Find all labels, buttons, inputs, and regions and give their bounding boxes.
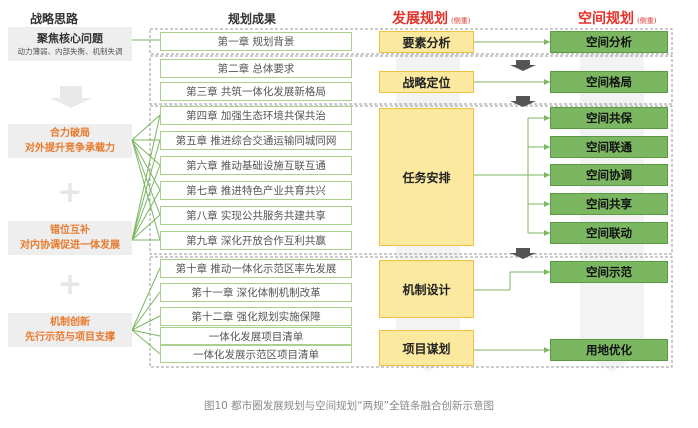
spatial-box: 空间共保 [550, 107, 668, 129]
chapter-item: 第三章 共筑一体化发展新格局 [160, 82, 352, 101]
chapter-item: 第十一章 深化体制机制改革 [160, 283, 352, 302]
frame-3 [149, 105, 673, 255]
strategy-focus-title: 聚焦核心问题 [37, 31, 103, 45]
chapter-item: 第六章 推动基础设施互联互通 [160, 156, 352, 175]
header-development: 发展规划(侧重) [392, 8, 532, 28]
chapter-item: 第七章 推进特色产业共育共兴 [160, 181, 352, 200]
chapter-item: 第一章 规划背景 [160, 32, 352, 51]
chapter-item: 第十章 推动一体化示范区率先发展 [160, 259, 352, 278]
spatial-box: 用地优化 [550, 339, 668, 361]
header-development-note: (侧重) [451, 17, 471, 25]
strategy-item-2: 错位互补 对内协调促进一体发展 [8, 221, 132, 255]
chapter-item: 第十二章 强化规划实施保障 [160, 307, 352, 326]
dev-box-element-analysis: 要素分析 [379, 31, 474, 53]
chapter-item: 第八章 实现公共服务共建共享 [160, 206, 352, 225]
spatial-box: 空间示范 [550, 261, 668, 283]
strategy-item-2-line2: 对内协调促进一体发展 [20, 240, 120, 251]
frame-2 [149, 55, 673, 105]
strategy-item-1: 合力破局 对外提升竞争承载力 [8, 124, 132, 158]
strategy-item-3-line1: 机制创新 [50, 317, 90, 328]
header-spatial-note: (侧重) [637, 17, 657, 25]
spatial-box: 空间联动 [550, 222, 668, 244]
header-spatial-title: 空间规划 [578, 11, 634, 27]
strategy-down-arrow-1 [50, 86, 92, 108]
strategy-links [131, 39, 161, 355]
header-development-title: 发展规划 [392, 11, 448, 27]
strategy-item-2-line1: 错位互补 [50, 225, 90, 236]
dev-spatial-links [474, 41, 550, 351]
chapter-item: 第九章 深化开放合作互利共赢 [160, 231, 352, 250]
strategy-item-3-line2: 先行示范与项目支撑 [25, 332, 115, 343]
chapter-item: 第二章 总体要求 [160, 59, 352, 78]
spatial-box: 空间协调 [550, 164, 668, 186]
strategy-item-3: 机制创新 先行示范与项目支撑 [8, 313, 132, 347]
strategy-focus-box: 聚焦核心问题 动力薄弱、内部失衡、机制失调 [8, 27, 132, 61]
frame-4 [149, 256, 673, 368]
chapter-item: 一体化发展示范区项目清单 [160, 345, 352, 363]
strategy-item-1-line1: 合力破局 [50, 128, 90, 139]
spatial-box: 空间分析 [550, 31, 668, 53]
chapter-item: 一体化发展项目清单 [160, 327, 352, 345]
header-spatial: 空间规划(侧重) [578, 8, 698, 28]
dev-box-project-planning: 项目谋划 [379, 330, 474, 366]
frame-1 [149, 28, 673, 55]
header-outcomes: 规划成果 [228, 12, 277, 26]
spatial-box: 空间联通 [550, 136, 668, 158]
strategy-item-1-line2: 对外提升竞争承载力 [25, 143, 115, 154]
figure-caption: 图10 都市圈发展规划与空间规划“两规”全链条融合创新示意图 [203, 400, 495, 412]
header-strategy: 战略思路 [30, 12, 79, 26]
chapter-item: 第五章 推进综合交通运输同城同网 [160, 131, 352, 150]
flow-down-arrows [510, 60, 536, 259]
chapter-item: 第四章 加强生态环境共保共治 [160, 106, 352, 125]
dev-box-strategic-positioning: 战略定位 [379, 71, 474, 93]
dev-box-mechanism-design: 机制设计 [379, 260, 474, 318]
dev-box-task-arrangement: 任务安排 [379, 108, 474, 246]
spatial-box: 空间格局 [550, 71, 668, 93]
spatial-box: 空间共享 [550, 193, 668, 215]
link-arrowheads [544, 39, 550, 353]
strategy-focus-subtitle: 动力薄弱、内部失衡、机制失调 [17, 46, 123, 56]
plus-icon-1: + [57, 175, 83, 210]
plus-icon-2: + [57, 267, 83, 302]
